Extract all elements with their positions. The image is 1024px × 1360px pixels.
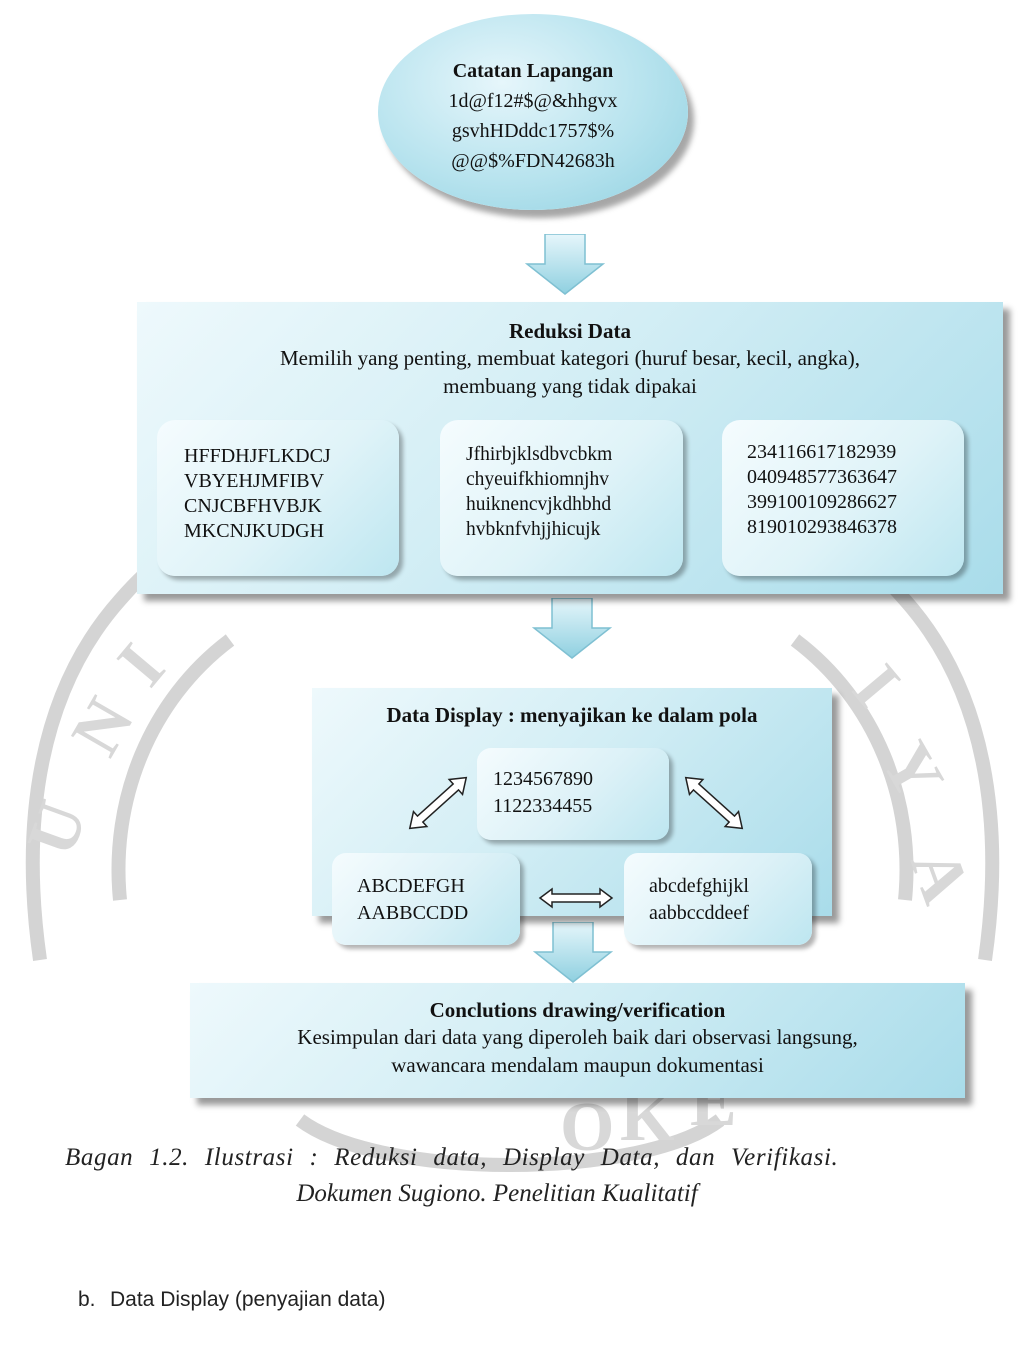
- data-display-title: Data Display : menyajikan ke dalam pola: [386, 703, 758, 727]
- raw-data-line: gsvhHDddc1757$%: [451, 120, 615, 142]
- double-arrow-icon: [684, 776, 744, 830]
- pattern-line: 1122334455: [493, 795, 593, 817]
- svg-text:I: I: [838, 651, 915, 721]
- caption-line: Dokumen Sugiono. Penelitian Kualitatif: [296, 1180, 698, 1207]
- number-category-box: 234116617182939 040948577363647 39910010…: [722, 420, 964, 576]
- caption-line: Bagan 1.2. Ilustrasi : Reduksi data, Dis…: [65, 1144, 839, 1171]
- category-line: VBYEHJMFIBV: [184, 470, 325, 492]
- category-line: hvbknfvhjjhicujk: [466, 519, 601, 540]
- category-line: HFFDHJFLKDCJ: [184, 445, 331, 467]
- reduksi-data-desc-line: membuang yang tidak dipakai: [443, 374, 697, 398]
- conclusion-desc-line: Kesimpulan dari data yang diperoleh baik…: [297, 1025, 858, 1049]
- down-arrow-icon: [533, 922, 613, 983]
- category-line: huiknencvjkdhbhd: [466, 494, 612, 515]
- double-arrow-icon: [538, 887, 614, 909]
- down-arrow-icon: [525, 234, 605, 295]
- catatan-lapangan-title: Catatan Lapangan: [452, 60, 614, 82]
- category-line: Jfhirbjklsdbvcbkm: [466, 444, 613, 465]
- pattern-line: 1234567890: [493, 768, 593, 790]
- double-arrow-icon: [408, 776, 468, 830]
- conclusion-title: Conclutions drawing/verification: [429, 998, 726, 1022]
- raw-data-line: @@$%FDN42683h: [451, 150, 615, 172]
- category-line: 040948577363647: [747, 466, 897, 488]
- category-line: 819010293846378: [747, 516, 897, 538]
- lowercase-pattern-box: abcdefghijkl aabbccddeef: [624, 853, 812, 945]
- catatan-lapangan-node: Catatan Lapangan 1d@f12#$@&hhgvx gsvhHDd…: [378, 14, 688, 210]
- list-item: b. Data Display (penyajian data): [78, 1288, 385, 1312]
- uppercase-category-box: HFFDHJFLKDCJ VBYEHJMFIBV CNJCBFHVBJK MKC…: [157, 420, 399, 576]
- category-line: CNJCBFHVBJK: [184, 495, 322, 517]
- pattern-line: ABCDEFGH: [357, 875, 465, 897]
- pattern-line: aabbccddeef: [649, 902, 749, 924]
- reduksi-data-title: Reduksi Data: [509, 319, 631, 343]
- data-display-panel: Data Display : menyajikan ke dalam pola …: [312, 688, 832, 945]
- svg-text:U: U: [13, 792, 103, 866]
- figure-caption: Bagan 1.2. Ilustrasi : Reduksi data, Dis…: [0, 1140, 1024, 1212]
- svg-text:I: I: [103, 630, 180, 700]
- raw-data-line: 1d@f12#$@&hhgvx: [448, 90, 618, 112]
- pattern-line: AABBCCDD: [357, 902, 469, 924]
- conclusion-panel: Conclutions drawing/verification Kesimpu…: [190, 983, 965, 1098]
- category-line: 234116617182939: [747, 441, 897, 463]
- svg-text:A: A: [895, 839, 985, 913]
- category-line: 399100109286627: [747, 491, 897, 513]
- reduksi-data-desc-line: Memilih yang penting, membuat kategori (…: [280, 346, 860, 370]
- numbers-pattern-box: 1234567890 1122334455: [477, 748, 669, 840]
- svg-text:N: N: [57, 686, 149, 768]
- svg-text:Y: Y: [866, 730, 958, 812]
- pattern-line: abcdefghijkl: [649, 875, 749, 897]
- lowercase-category-box: Jfhirbjklsdbvcbkm chyeuifkhiomnjhv huikn…: [440, 420, 683, 576]
- category-line: MKCNJKUDGH: [184, 520, 325, 542]
- conclusion-desc-line: wawancara mendalam maupun dokumentasi: [391, 1053, 764, 1077]
- down-arrow-icon: [532, 598, 612, 659]
- reduksi-data-panel: Reduksi Data Memilih yang penting, membu…: [137, 302, 1003, 594]
- list-marker: b.: [78, 1288, 96, 1311]
- uppercase-pattern-box: ABCDEFGH AABBCCDD: [332, 853, 520, 945]
- category-line: chyeuifkhiomnjhv: [466, 469, 609, 490]
- list-item-text: Data Display (penyajian data): [110, 1288, 386, 1311]
